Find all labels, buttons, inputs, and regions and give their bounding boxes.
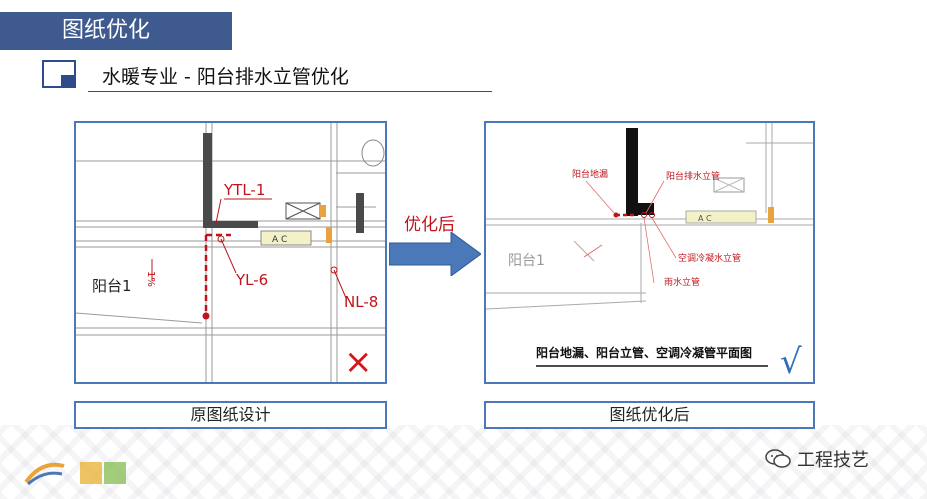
drain-riser-label: 阳台排水立管	[666, 170, 720, 182]
pipe-code-label: A C	[698, 214, 712, 223]
original-drawing: A C YTL-1 YL-6 NL-8 阳台1 1% ×	[74, 121, 387, 384]
room-label: 阳台1	[92, 277, 132, 295]
wall-segment	[356, 193, 364, 233]
wall-segment	[626, 128, 638, 216]
riser-point	[217, 235, 225, 243]
floor-drain-label: 阳台地漏	[572, 168, 608, 180]
wechat-watermark: 工程技艺	[765, 446, 869, 472]
watermark-text: 工程技艺	[797, 450, 869, 471]
company-logo-icon	[24, 462, 65, 486]
wall-segment	[203, 133, 212, 228]
section-square-icon	[42, 60, 76, 88]
ac-riser-label: 空调冷凝水立管	[678, 252, 741, 264]
wall-segment	[203, 221, 258, 228]
rain-riser-label: 雨水立管	[664, 276, 700, 288]
optimized-caption: 图纸优化后	[484, 401, 815, 429]
floor-drain-point	[613, 212, 619, 218]
optimized-drawing: A C 阳台地漏 阳台排水立管 空调冷凝水立管 雨水立管 阳台1 阳台地漏、阳台…	[484, 121, 815, 384]
floor-drain-point	[202, 312, 210, 320]
footer-logos	[22, 458, 134, 488]
page-title: 图纸优化	[0, 12, 232, 50]
room-label: 阳台1	[508, 253, 545, 269]
wechat-icon	[765, 449, 791, 468]
brand-logo-icon	[80, 462, 126, 484]
approve-icon: √	[780, 342, 802, 382]
plan-title: 阳台地漏、阳台立管、空调冷凝管平面图	[536, 345, 752, 360]
riser-point	[330, 266, 338, 274]
pipe-code-label: A C	[272, 235, 287, 245]
yl-label: YL-6	[235, 271, 268, 289]
reject-icon: ×	[344, 342, 373, 382]
slope-label: 1%	[145, 271, 156, 287]
optimized-drawing-canvas: A C 阳台地漏 阳台排水立管 空调冷凝水立管 雨水立管 阳台1 阳台地漏、阳台…	[486, 123, 813, 382]
arrow-label: 优化后	[404, 215, 455, 235]
subtitle-underline	[88, 91, 492, 92]
riser-point	[641, 212, 647, 218]
arrow-right-icon	[389, 232, 481, 276]
riser-point	[649, 212, 655, 218]
original-drawing-canvas: A C YTL-1 YL-6 NL-8 阳台1 1% ×	[76, 123, 385, 382]
original-caption: 原图纸设计	[74, 401, 387, 429]
background-pattern	[0, 425, 927, 499]
ytl-label: YTL-1	[223, 181, 265, 199]
nl-label: NL-8	[344, 293, 378, 311]
section-subtitle: 水暖专业 - 阳台排水立管优化	[102, 66, 349, 88]
